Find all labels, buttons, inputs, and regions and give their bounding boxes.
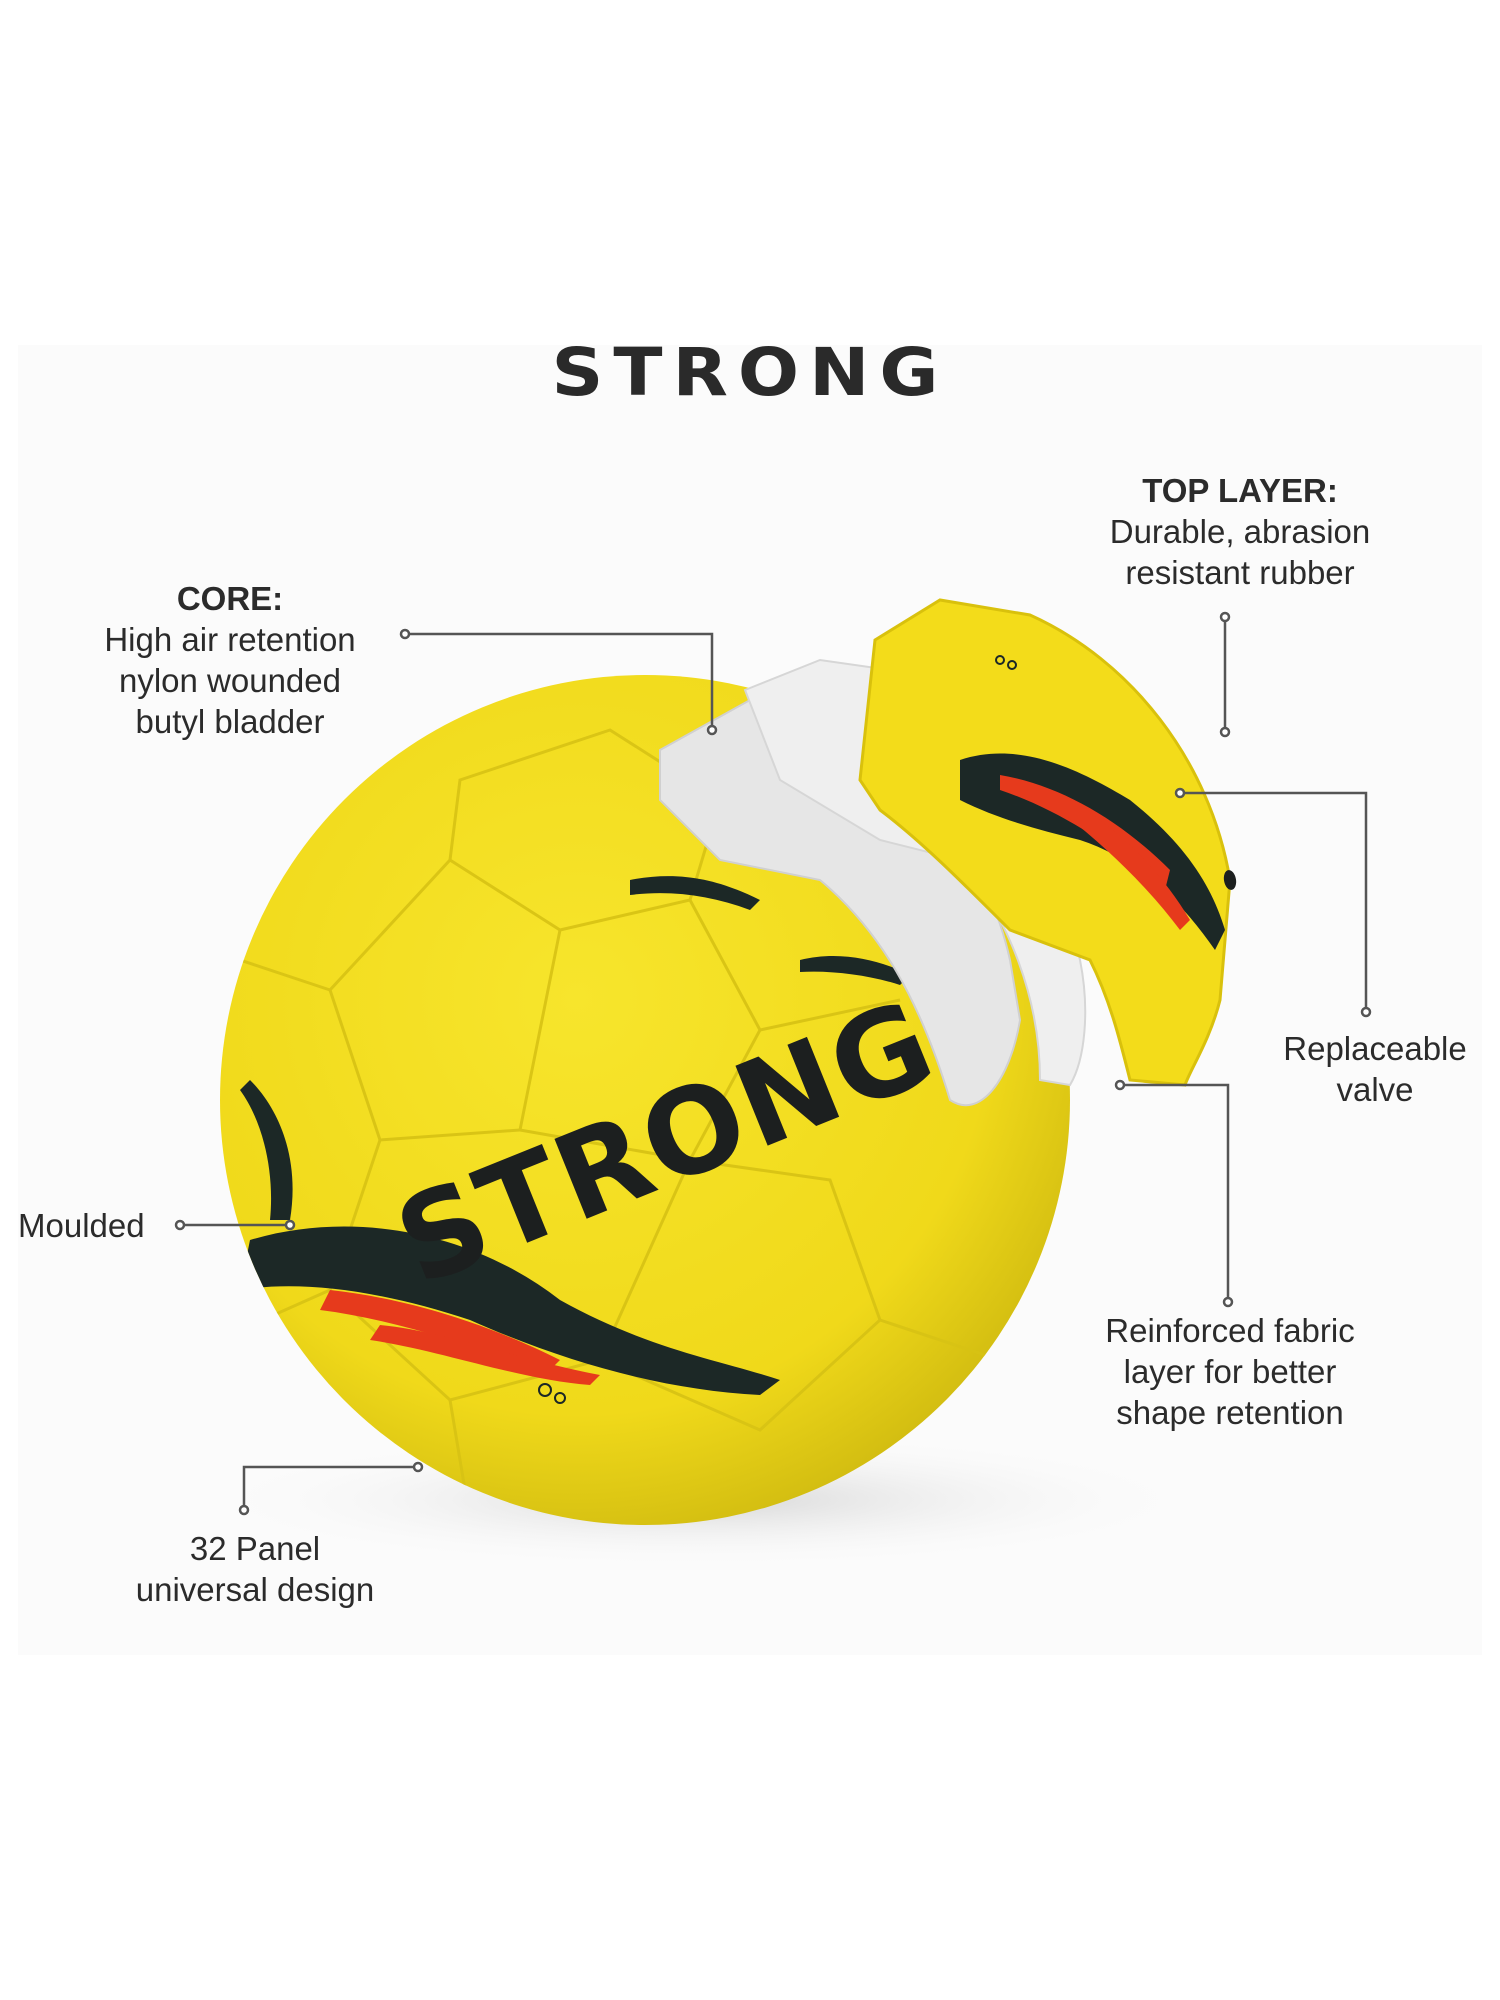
callout-core-line: High air retention <box>104 621 356 658</box>
callout-line-valve <box>1174 787 1372 1018</box>
callout-reinforced-fabric: Reinforced fabric layer for better shape… <box>1070 1310 1390 1433</box>
callout-reinforced-line: Reinforced fabric <box>1105 1312 1355 1349</box>
callout-core-line: nylon wounded <box>118 662 341 699</box>
callout-core-line: butyl bladder <box>135 703 325 740</box>
callout-moulded: Moulded <box>18 1205 168 1246</box>
callout-core-heading: CORE: <box>176 580 284 617</box>
callout-top-layer-heading: TOP LAYER: <box>1142 472 1338 509</box>
callout-moulded-line: Moulded <box>18 1207 145 1244</box>
callout-top-layer-line: Durable, abrasion <box>1109 513 1371 550</box>
callout-valve-line: valve <box>1336 1071 1414 1108</box>
callout-top-layer: TOP LAYER: Durable, abrasion resistant r… <box>1070 470 1410 593</box>
callout-valve-line: Replaceable <box>1283 1030 1467 1067</box>
callout-panel-line: 32 Panel <box>189 1530 321 1567</box>
callout-panel-line: universal design <box>135 1571 375 1608</box>
callout-line-moulded <box>174 1219 296 1231</box>
page-title: STRONG <box>551 333 949 411</box>
callout-replaceable-valve: Replaceable valve <box>1250 1028 1500 1110</box>
callout-core: CORE: High air retention nylon wounded b… <box>80 578 380 742</box>
callout-line-reinforced <box>1114 1079 1234 1308</box>
callout-reinforced-line: layer for better <box>1123 1353 1337 1390</box>
callout-line-panel <box>238 1461 424 1516</box>
callout-top-layer-line: resistant rubber <box>1125 554 1355 591</box>
callout-panel: 32 Panel universal design <box>110 1528 400 1610</box>
callout-reinforced-line: shape retention <box>1116 1394 1344 1431</box>
callout-line-top-layer <box>1219 611 1231 738</box>
callout-line-core <box>399 628 718 736</box>
top-layer-patch <box>858 598 1237 1087</box>
